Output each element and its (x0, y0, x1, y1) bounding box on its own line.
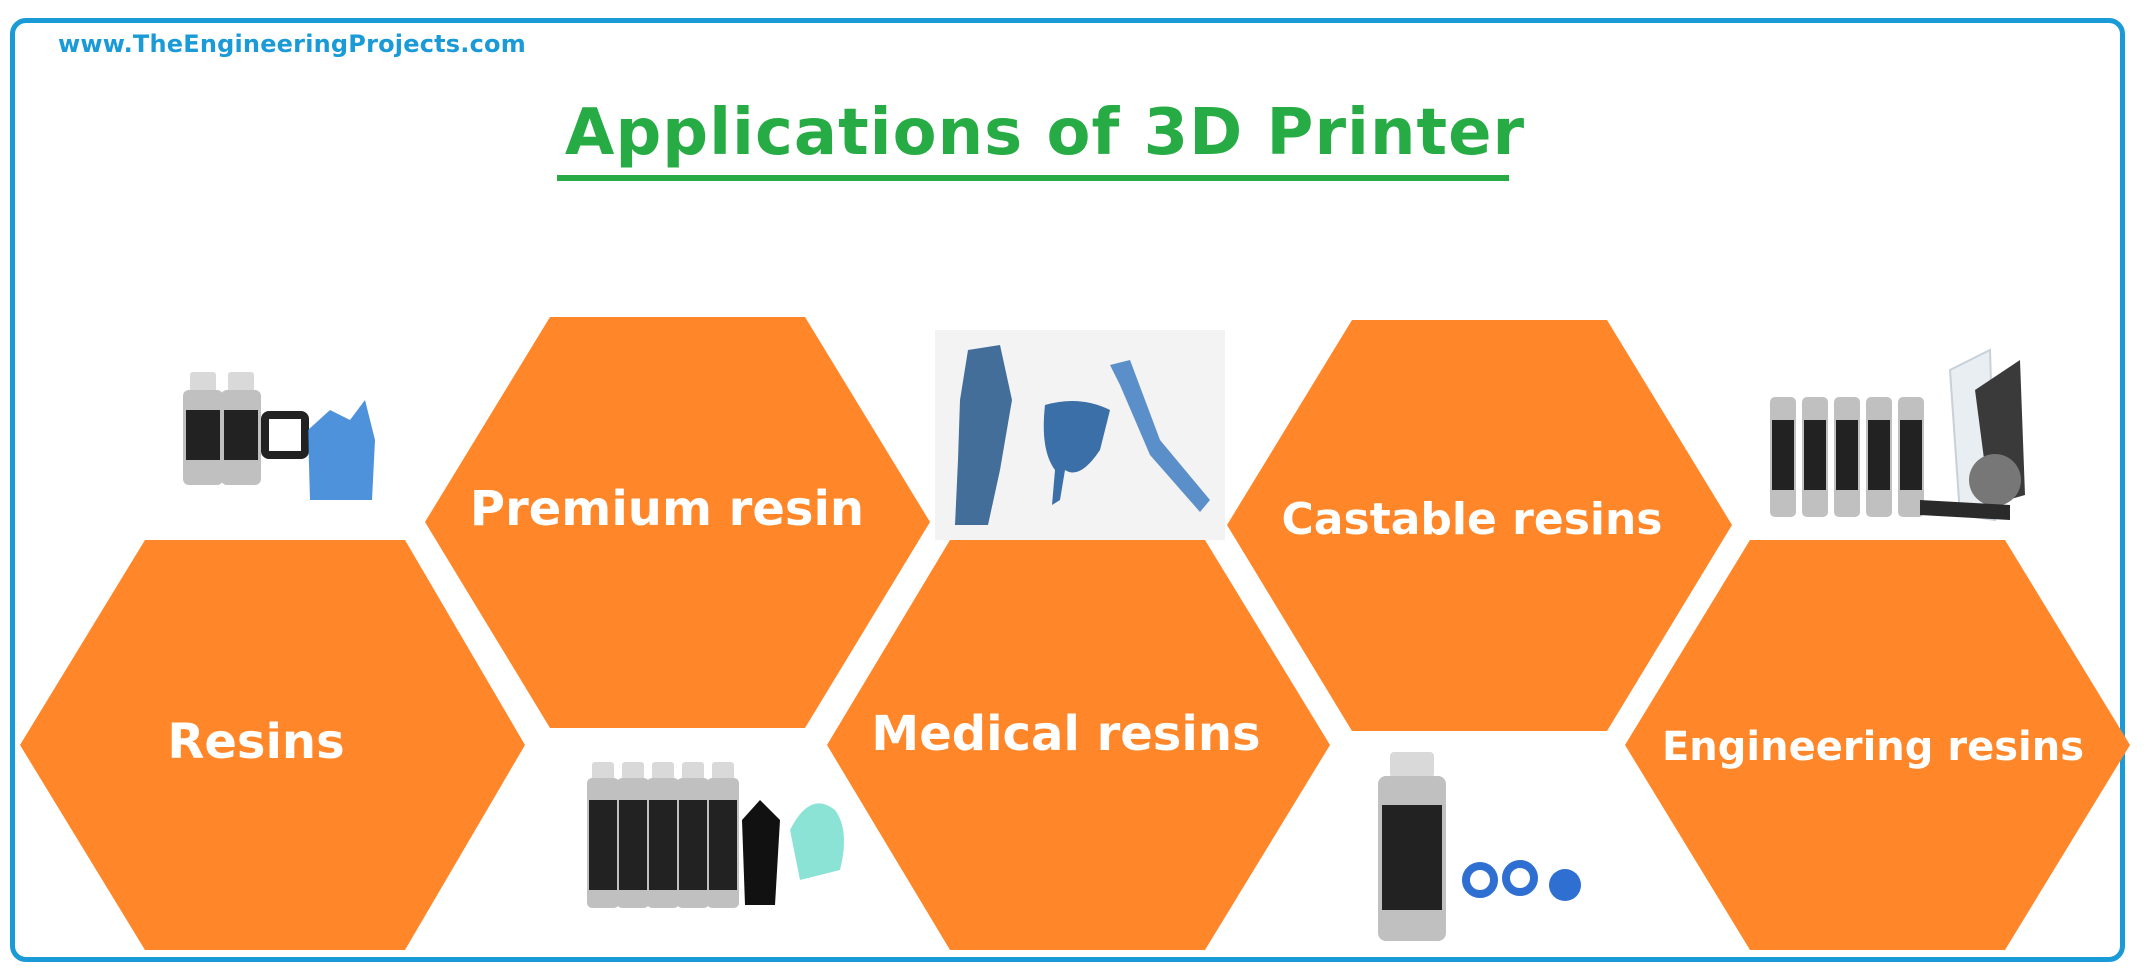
hex-medical-resins: Medical resins (827, 540, 1330, 950)
hex-castable-resins: Castable resins (1227, 320, 1732, 731)
engineering-resin-bottles-parts-icon (1770, 348, 2025, 522)
hex-resins: Resins (20, 540, 525, 950)
castable-resin-bottle-rings-icon (1378, 752, 1581, 941)
hex-label-resins: Resins (167, 714, 344, 770)
hex-engineering-resins: Engineering resins (1625, 540, 2130, 950)
hex-label-engineering-resins: Engineering resins (1662, 724, 2084, 770)
hex-label-premium-resin: Premium resin (470, 481, 864, 537)
page-title: Applications of 3D Printer (564, 96, 1526, 170)
resin-bottles-white-parts-icon (587, 762, 844, 908)
title-underline (557, 175, 1509, 181)
resin-bottles-blue-parts-icon (183, 372, 375, 500)
hex-label-castable-resins: Castable resins (1282, 494, 1663, 545)
medical-printed-cast-bone-icon (935, 330, 1225, 540)
hex-premium-resin: Premium resin (425, 317, 930, 728)
hex-label-medical-resins: Medical resins (871, 706, 1260, 762)
site-url[interactable]: www.TheEngineeringProjects.com (58, 30, 526, 58)
